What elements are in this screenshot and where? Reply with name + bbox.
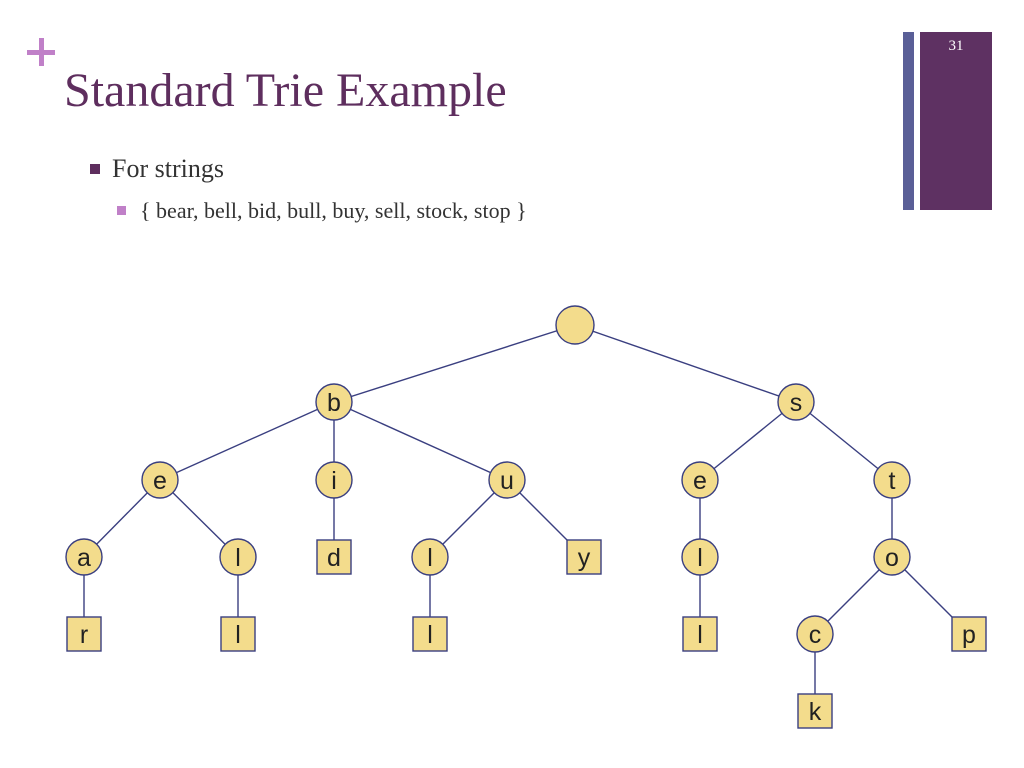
trie-node-label: k [809, 698, 822, 726]
internal-node-circle [65, 538, 103, 576]
trie-node-label: u [500, 467, 514, 495]
trie-node-bu: u [488, 461, 526, 499]
trie-node-label: i [331, 467, 337, 495]
trie-edge-s-st [795, 401, 893, 481]
leaf-node-box [797, 693, 833, 729]
trie-node-label: r [80, 621, 88, 649]
trie-node-buy: y [566, 539, 602, 575]
trie-node-label: o [885, 544, 899, 572]
trie-edge-root-b [333, 324, 576, 403]
trie-node-label: b [327, 389, 341, 417]
trie-node-bull: l [412, 616, 448, 652]
trie-node-bel: l [219, 538, 257, 576]
trie-node-sell: l [682, 616, 718, 652]
trie-edge-root-s [574, 324, 797, 403]
trie-node-bid: d [316, 539, 352, 575]
trie-edge-s-se [699, 401, 797, 481]
bullet-level1: For strings [112, 154, 224, 183]
trie-node-label: e [693, 467, 707, 495]
internal-node-circle [873, 538, 911, 576]
internal-node-circle [681, 538, 719, 576]
trie-edges [83, 324, 970, 711]
trie-node-sel: l [681, 538, 719, 576]
leaf-node-box [566, 539, 602, 575]
internal-node-circle [315, 461, 353, 499]
trie-node-bea: a [65, 538, 103, 576]
leaf-node-box [412, 616, 448, 652]
internal-node-circle [681, 461, 719, 499]
trie-node-stock: k [797, 693, 833, 729]
bullet-level2: { bear, bell, bid, bull, buy, sell, stoc… [140, 198, 527, 223]
internal-node-circle [488, 461, 526, 499]
internal-node-circle [411, 538, 449, 576]
trie-node-be: e [141, 461, 179, 499]
leaf-node-box [66, 616, 102, 652]
trie-edge-b-be [159, 401, 335, 481]
trie-node-label: a [77, 544, 91, 572]
trie-node-b: b [315, 383, 353, 421]
trie-node-label: s [790, 389, 803, 417]
sidebar-accent-thick [920, 32, 992, 210]
trie-edge-b-bu [333, 401, 508, 481]
sidebar-accent-thin [903, 32, 914, 210]
trie-node-label: e [153, 467, 167, 495]
trie-node-label: l [697, 544, 703, 572]
trie-nodes: b s e i u e t a l d l y l o r l l l c p k [65, 305, 987, 729]
slide-title: Standard Trie Example [64, 64, 507, 117]
trie-node-label: l [235, 544, 241, 572]
trie-node-se: e [681, 461, 719, 499]
internal-node-circle [141, 461, 179, 499]
trie-node-label: y [578, 544, 591, 572]
leaf-node-box [316, 539, 352, 575]
trie-node-label: p [962, 621, 976, 649]
bullet-marker-level1 [90, 164, 100, 174]
trie-node-stop: p [951, 616, 987, 652]
trie-node-bear: r [66, 616, 102, 652]
slide-number: 31 [948, 38, 964, 54]
trie-node-label: l [697, 621, 703, 649]
internal-node-circle [219, 538, 257, 576]
leaf-node-box [220, 616, 256, 652]
internal-node-circle [777, 383, 815, 421]
trie-node-root [555, 305, 595, 345]
trie-node-s: s [777, 383, 815, 421]
trie-node-label: l [427, 621, 433, 649]
trie-node-label: t [889, 467, 896, 495]
leaf-node-box [682, 616, 718, 652]
internal-node-circle [873, 461, 911, 499]
trie-node-label: l [235, 621, 241, 649]
trie-node-bell: l [220, 616, 256, 652]
trie-node-bi: i [315, 461, 353, 499]
trie-node-bul: l [411, 538, 449, 576]
internal-node-circle [555, 305, 595, 345]
plus-icon [27, 38, 57, 68]
internal-node-circle [796, 615, 834, 653]
trie-node-label: l [427, 544, 433, 572]
trie-node-label: d [327, 544, 341, 572]
internal-node-circle [315, 383, 353, 421]
trie-node-st: t [873, 461, 911, 499]
trie-node-sto: o [873, 538, 911, 576]
bullet-marker-level2 [117, 206, 126, 215]
trie-node-label: c [809, 621, 822, 649]
trie-node-stoc: c [796, 615, 834, 653]
leaf-node-box [951, 616, 987, 652]
